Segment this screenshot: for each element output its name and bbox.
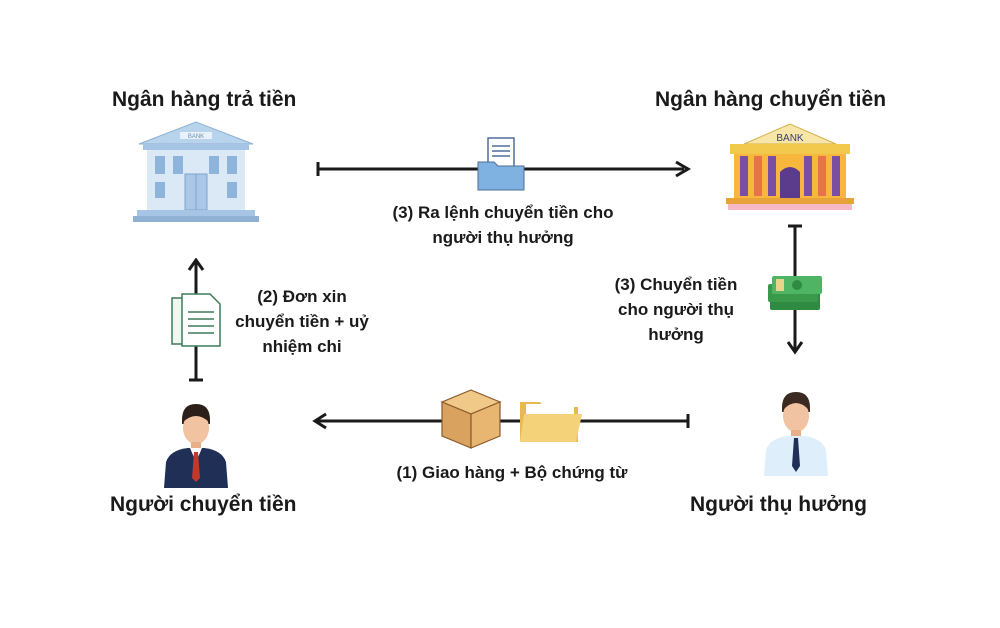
step-3b-line3: hưởng (648, 325, 704, 344)
paying-bank-icon: BANK (133, 118, 259, 224)
document-stack-icon (170, 292, 222, 348)
remitter-person-icon (160, 402, 232, 488)
package-box-icon (440, 388, 502, 450)
remitting-bank-icon: BANK (726, 120, 854, 212)
step-2-line3: nhiệm chi (262, 337, 342, 356)
step-3a-label: (3) Ra lệnh chuyển tiền cho người thụ hư… (368, 200, 638, 250)
folder-icon (518, 396, 584, 444)
step-3a-line2: người thụ hưởng (432, 228, 574, 247)
arrow-1-delivery (312, 411, 692, 431)
step-3a-line1: (3) Ra lệnh chuyển tiền cho (392, 203, 614, 222)
svg-text:BANK: BANK (188, 134, 204, 140)
beneficiary-person-icon (760, 390, 832, 476)
step-2-line2: chuyển tiền + uỷ (235, 312, 369, 331)
step-2-label: (2) Đơn xin chuyển tiền + uỷ nhiệm chi (226, 284, 378, 359)
step-3b-line1: (3) Chuyển tiền (614, 275, 738, 294)
step-3b-label: (3) Chuyển tiền cho người thụ hưởng (602, 272, 750, 347)
step-1-label: (1) Giao hàng + Bộ chứng từ (396, 463, 628, 482)
document-folder-icon (476, 136, 526, 194)
step-2-line1: (2) Đơn xin (257, 287, 347, 306)
step-3b-line2: cho người thụ (618, 300, 734, 319)
remitting-bank-title: Ngân hàng chuyển tiền (655, 88, 887, 111)
paying-bank-title: Ngân hàng trả tiền (112, 88, 297, 111)
svg-text:BANK: BANK (776, 133, 804, 144)
money-icon (766, 272, 824, 316)
beneficiary-title: Người thụ hưởng (690, 493, 867, 516)
remitter-title: Người chuyển tiền (110, 493, 297, 516)
